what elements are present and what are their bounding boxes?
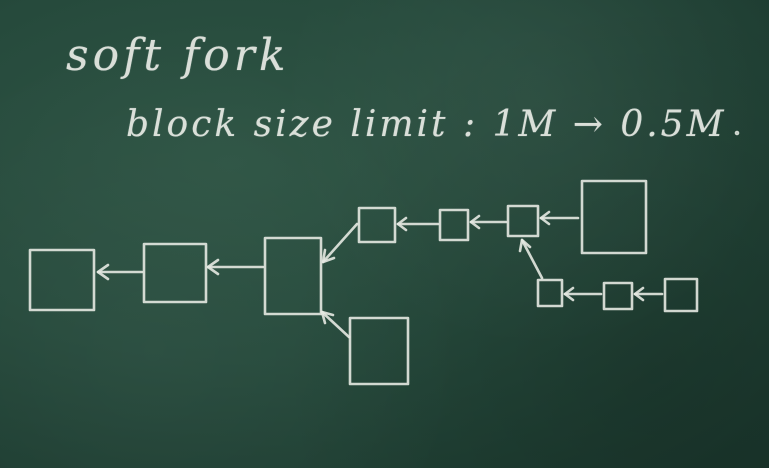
block-lower-3 [663,277,699,313]
board-title: soft fork [66,30,290,81]
arrow-upper-3-to-upper-2 [469,214,508,230]
arrow-fork-to-main-2 [206,258,265,276]
arrow-upper-2-to-upper-1 [396,216,440,232]
block-upper-1 [357,206,397,244]
block-lower-1 [536,278,564,308]
block-upper-3 [506,204,540,238]
board-subtitle: block size limit : 1M → 0.5M [126,104,727,145]
arrow-lower-1-to-upper-3 [518,238,544,280]
arrow-lower-2-to-lower-1 [563,286,603,302]
chalk-dot [734,130,740,136]
arrow-lower-left-to-fork [320,310,351,339]
arrow-large-to-upper-3 [539,210,580,226]
arrow-lower-3-to-lower-2 [633,286,664,302]
block-lower-left [348,316,410,386]
block-main-1 [28,248,96,312]
block-lower-2 [602,281,634,311]
block-fork-point [263,236,323,316]
block-upper-2 [438,208,470,242]
block-main-2 [142,242,208,304]
arrow-main-2-to-1 [96,263,144,281]
block-upper-large [580,179,648,255]
arrow-upper-1-to-fork [321,222,359,264]
